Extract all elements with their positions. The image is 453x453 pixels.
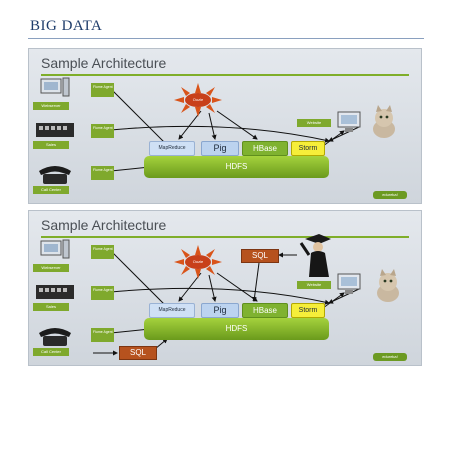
- flume-agent-webserver: Flume Agent: [91, 245, 114, 259]
- cash-register-icon: [36, 123, 74, 137]
- title-divider: [28, 38, 424, 39]
- flume-agent-sales: Flume Agent: [91, 286, 114, 300]
- mapreduce-box: MapReduce: [149, 303, 195, 318]
- source-label-call-center: Call Center: [33, 348, 69, 356]
- source-label-call-center: Call Center: [33, 186, 69, 194]
- architecture-slide-1: Sample Architecture Webserver Flum: [28, 48, 422, 204]
- pig-box: Pig: [201, 141, 239, 156]
- hbase-box: HBase: [242, 141, 288, 156]
- mapreduce-box: MapReduce: [149, 141, 195, 156]
- oozie-sun-icon: [174, 245, 222, 279]
- storm-box: Storm: [291, 141, 325, 156]
- flume-agent-sales: Flume Agent: [91, 124, 114, 138]
- monitor-icon: [337, 111, 361, 132]
- storm-box: Storm: [291, 303, 325, 318]
- sql-box-call-center: SQL: [119, 346, 157, 360]
- brand-logo: edureka!: [373, 353, 407, 361]
- server-icon: [40, 77, 70, 97]
- flume-agent-call-center: Flume Agent: [91, 328, 114, 342]
- source-label-webserver: Webserver: [33, 264, 69, 272]
- slide-title: Sample Architecture: [41, 217, 167, 233]
- oozie-label: Oozie: [192, 259, 204, 264]
- cash-register-icon: [36, 285, 74, 299]
- graduate-icon: [299, 234, 331, 277]
- monitor-icon: [337, 273, 361, 294]
- hbase-box: HBase: [242, 303, 288, 318]
- hdfs-layer: HDFS: [144, 156, 329, 178]
- telephone-icon: [39, 166, 71, 184]
- website-label: Website: [297, 281, 331, 289]
- slide-title: Sample Architecture: [41, 55, 167, 71]
- brand-logo: edureka!: [373, 191, 407, 199]
- sql-box-analyst: SQL: [241, 249, 279, 263]
- flume-agent-call-center: Flume Agent: [91, 166, 114, 180]
- cat-icon: [373, 105, 395, 138]
- website-label: Website: [297, 119, 331, 127]
- oozie-label: Oozie: [192, 97, 204, 102]
- oozie-sun-icon: [174, 83, 222, 117]
- pig-box: Pig: [201, 303, 239, 318]
- server-icon: [40, 239, 70, 259]
- source-label-sales: Sales: [33, 141, 69, 149]
- hdfs-layer: HDFS: [144, 318, 329, 340]
- source-label-sales: Sales: [33, 303, 69, 311]
- slide-title-underline: [41, 74, 409, 76]
- document-title: BIG DATA: [30, 18, 103, 34]
- cat-icon: [377, 269, 399, 302]
- source-label-webserver: Webserver: [33, 102, 69, 110]
- architecture-slide-2: Sample Architecture: [28, 210, 422, 366]
- telephone-icon: [39, 328, 71, 346]
- slide-title-underline: [41, 236, 409, 238]
- flume-agent-webserver: Flume Agent: [91, 83, 114, 97]
